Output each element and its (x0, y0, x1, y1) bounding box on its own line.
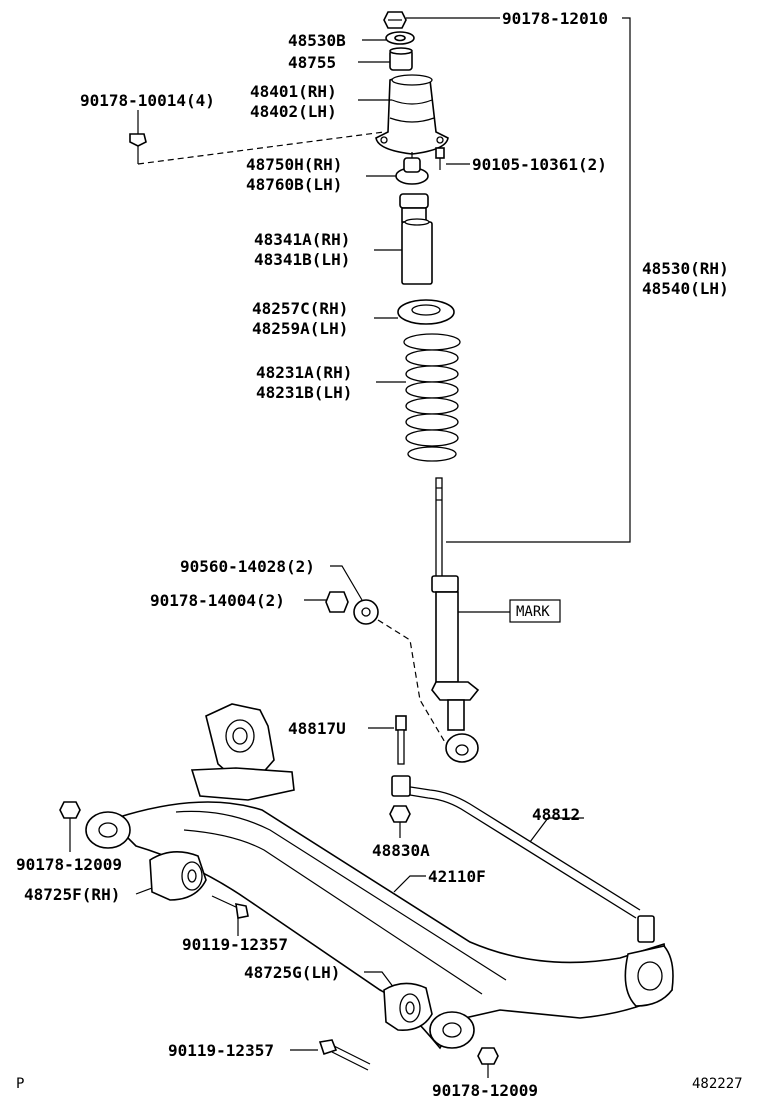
label-48755[interactable]: 48755 (288, 53, 336, 72)
stabilizer-bar[interactable] (391, 775, 655, 943)
nut-90178-12009-bottom[interactable] (477, 1047, 499, 1065)
label-90178-14004[interactable]: 90178-14004(2) (150, 591, 285, 610)
label-48341a[interactable]: 48341A(RH) (254, 230, 350, 249)
washer-48530b[interactable] (385, 31, 415, 45)
assembly-bracket-line (446, 17, 631, 543)
dashed-leader-washer-to-shock (377, 619, 447, 745)
label-90178-10014[interactable]: 90178-10014(4) (80, 91, 215, 110)
label-48231a[interactable]: 48231A(RH) (256, 363, 352, 382)
bolt-90119-12357-a[interactable] (211, 895, 249, 919)
bushing-48725f[interactable] (149, 851, 207, 901)
label-90119-12357-b[interactable]: 90119-12357 (168, 1041, 274, 1060)
label-90178-12009-bottom[interactable]: 90178-12009 (432, 1081, 538, 1100)
label-48257c[interactable]: 48257C(RH) (252, 299, 348, 318)
label-48540[interactable]: 48540(LH) (642, 279, 729, 298)
label-48231b[interactable]: 48231B(LH) (256, 383, 352, 402)
label-42110f[interactable]: 42110F (428, 867, 486, 886)
mark-box (509, 599, 561, 623)
label-48812[interactable]: 48812 (532, 805, 580, 824)
nut-48830a[interactable] (389, 805, 411, 823)
suspension-support[interactable] (375, 74, 449, 155)
label-90105-10361[interactable]: 90105-10361(2) (472, 155, 607, 174)
leader-90560 (330, 565, 363, 601)
label-48530b[interactable]: 48530B (288, 31, 346, 50)
label-48725f[interactable]: 48725F(RH) (24, 885, 120, 904)
label-90560-14028[interactable]: 90560-14028(2) (180, 557, 315, 576)
nut-90178-12009-left[interactable] (59, 801, 81, 819)
leader-48725g (364, 971, 395, 989)
label-90178-12010[interactable]: 90178-12010 (502, 9, 608, 28)
bushing-48725g[interactable] (383, 982, 433, 1031)
label-48530[interactable]: 48530(RH) (642, 259, 729, 278)
leader-48812 (529, 817, 584, 843)
label-mark[interactable]: MARK (516, 604, 550, 620)
top-nut[interactable] (383, 11, 407, 29)
diagram-id: 482227 (692, 1076, 743, 1092)
leader-42110f (393, 875, 426, 893)
bolt-90105-10361[interactable] (435, 147, 445, 170)
label-48817u[interactable]: 48817U (288, 719, 346, 738)
label-90119-12357-a[interactable]: 90119-12357 (182, 935, 288, 954)
nut-90178-14004[interactable] (325, 591, 349, 613)
label-48725g[interactable]: 48725G(LH) (244, 963, 340, 982)
label-48402[interactable]: 48402(LH) (250, 102, 337, 121)
label-48830a[interactable]: 48830A (372, 841, 430, 860)
shock-absorber[interactable] (431, 477, 480, 763)
axle-beam[interactable] (85, 703, 674, 1050)
bump-stopper[interactable] (399, 193, 433, 285)
bolt-48817u[interactable] (395, 715, 407, 765)
bracket-48750h[interactable] (395, 152, 429, 185)
label-48750h[interactable]: 48750H(RH) (246, 155, 342, 174)
spring-seat[interactable] (397, 299, 455, 325)
nut-90178-10014[interactable] (129, 110, 147, 147)
leader-48725f (135, 887, 153, 895)
coil-spring[interactable] (403, 333, 461, 462)
bolt-90119-12357-b[interactable] (318, 1039, 371, 1071)
label-48259a[interactable]: 48259A(LH) (252, 319, 348, 338)
corner-p: P (16, 1076, 24, 1092)
label-48760b[interactable]: 48760B(LH) (246, 175, 342, 194)
label-48341b[interactable]: 48341B(LH) (254, 250, 350, 269)
label-90178-12009-left[interactable]: 90178-12009 (16, 855, 122, 874)
washer-90560-14028[interactable] (353, 599, 379, 625)
label-48401[interactable]: 48401(RH) (250, 82, 337, 101)
bushing-48755[interactable] (389, 47, 413, 71)
dashed-leader-nut-to-support (137, 131, 385, 165)
